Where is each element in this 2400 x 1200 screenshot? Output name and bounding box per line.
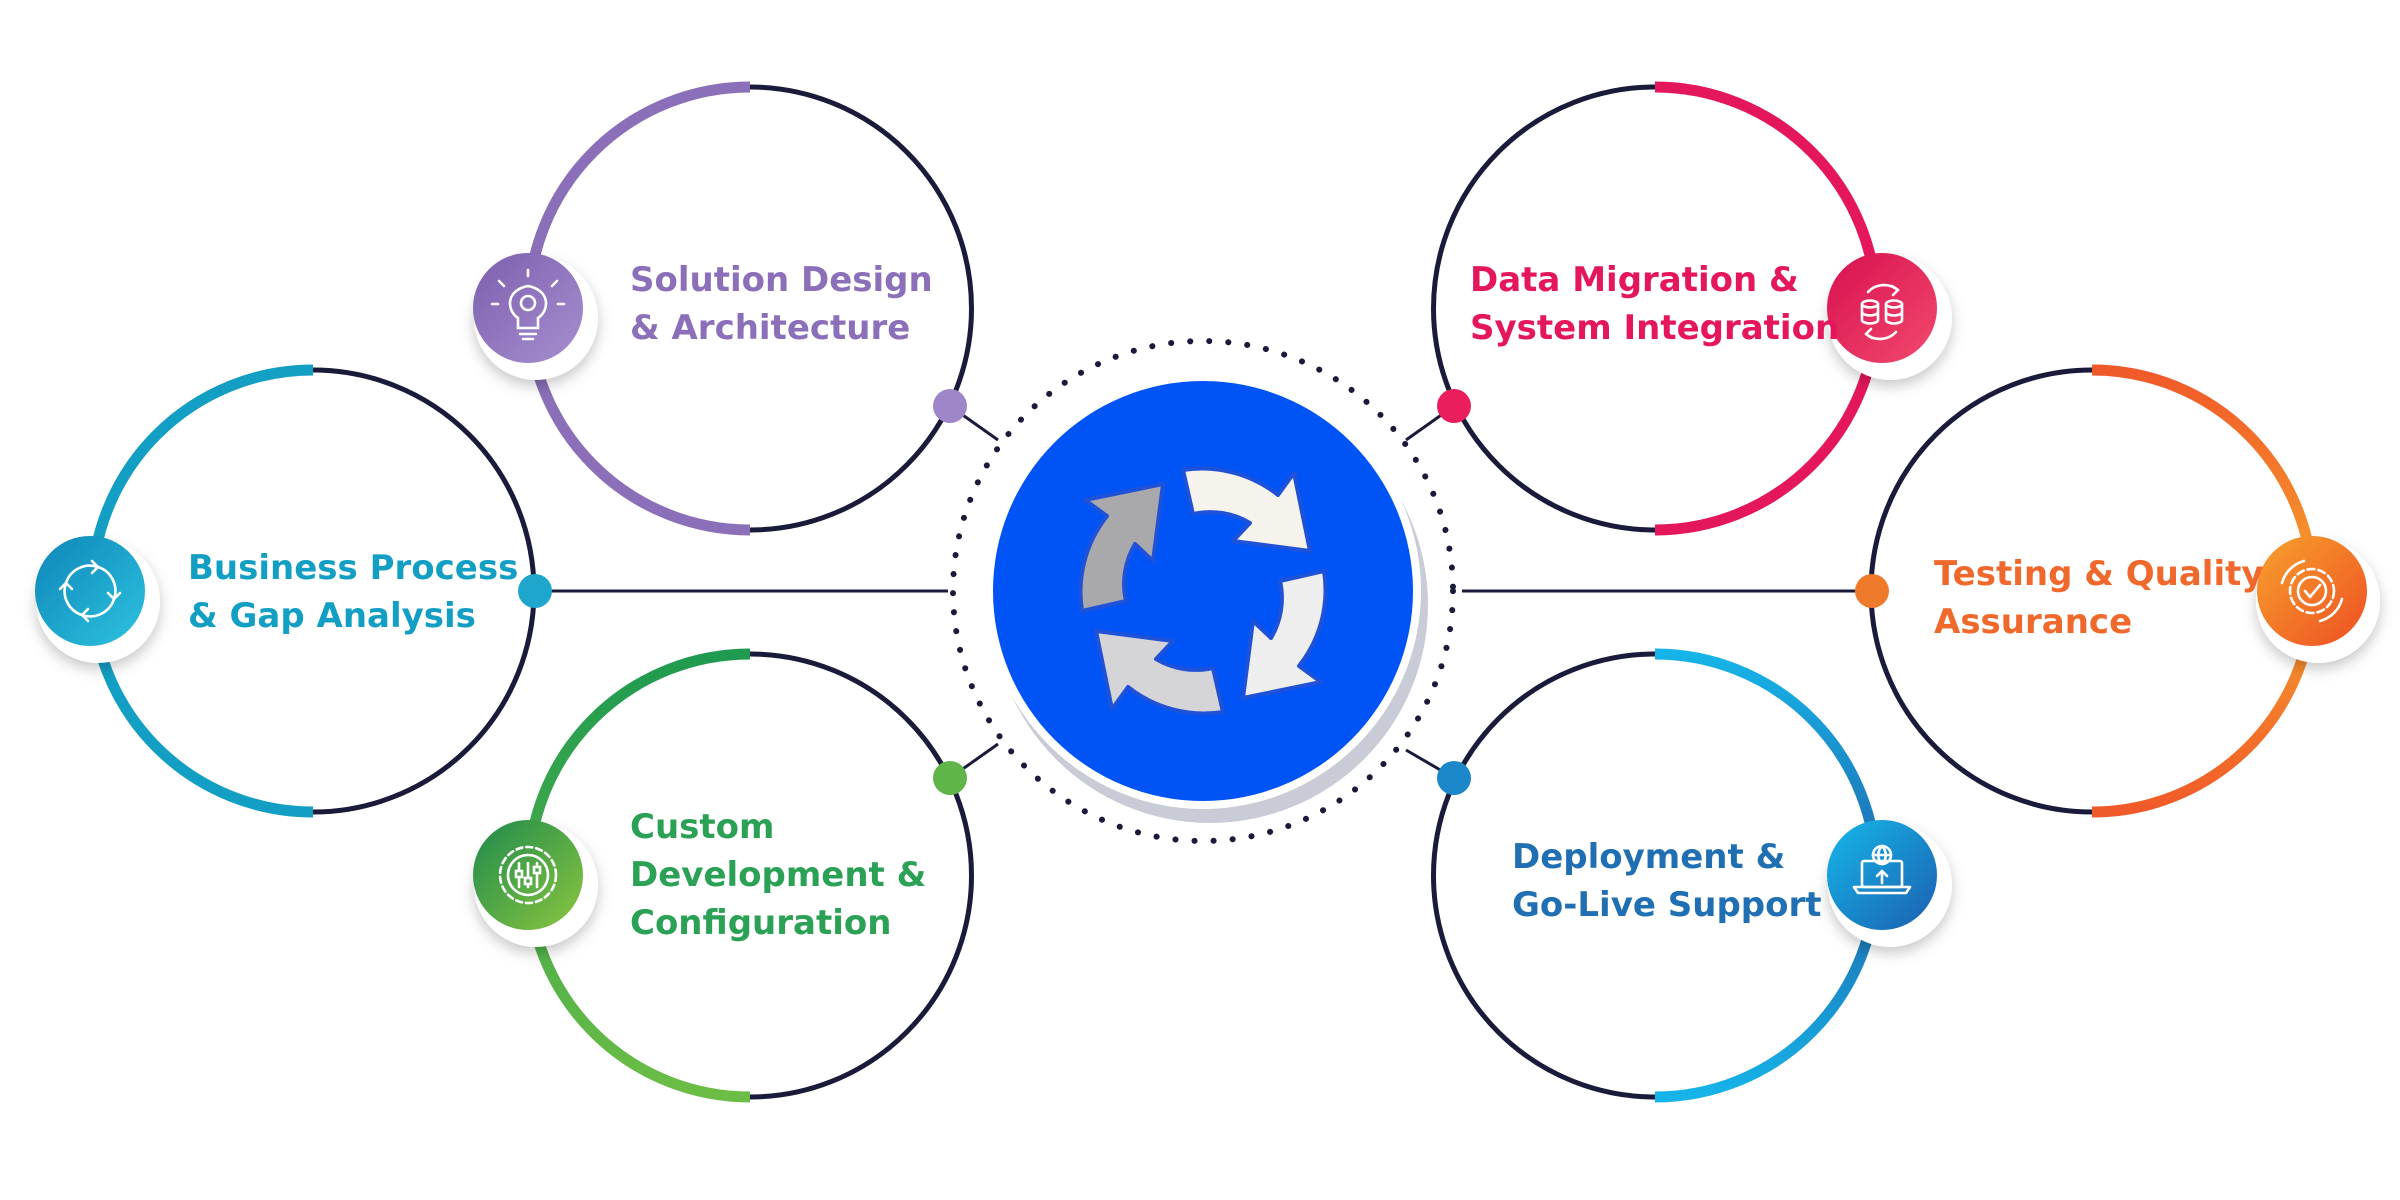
gear-check-icon	[2280, 559, 2344, 623]
badge-business	[35, 536, 160, 663]
dot-custom	[933, 761, 967, 795]
dot-solution	[933, 389, 967, 423]
badge-deploy	[1827, 820, 1952, 947]
laptop-upload-icon	[1852, 844, 1912, 895]
stage-label-line: Configuration	[630, 903, 892, 943]
stage-label-line: Go-Live Support	[1512, 885, 1822, 925]
stage-label-line: Development &	[630, 855, 927, 895]
dot-business	[518, 574, 552, 608]
badge-data	[1827, 253, 1952, 380]
stage-label-business: Business Process & Gap Analysis	[188, 544, 518, 640]
cycle-arrows-hub-icon	[1078, 466, 1328, 716]
stage-label-solution: Solution Design & Architecture	[630, 256, 933, 352]
stage-label-line: Assurance	[1934, 602, 2133, 642]
dot-testing	[1855, 574, 1889, 608]
stage-label-line: & Gap Analysis	[188, 596, 476, 636]
dot-data	[1437, 389, 1471, 423]
stage-label-line: Deployment &	[1512, 837, 1786, 877]
stage-label-deploy: Deployment & Go-Live Support	[1512, 833, 1822, 929]
cycle-arrows-icon	[58, 559, 122, 623]
badge-testing	[2256, 536, 2380, 663]
stage-label-testing: Testing & Quality Assurance	[1934, 550, 2264, 646]
stage-label-line: Business Process	[188, 548, 519, 588]
stage-label-line: Data Migration &	[1470, 260, 1799, 300]
database-sync-icon	[1860, 283, 1904, 341]
connector-dots	[518, 389, 1889, 795]
stage-label-line: Testing & Quality	[1934, 554, 2264, 594]
stage-label-line: Custom	[630, 807, 775, 847]
dot-deploy	[1437, 761, 1471, 795]
stage-label-line: System Integration	[1470, 308, 1840, 348]
settings-sliders-icon	[498, 845, 558, 905]
stage-label-custom: Custom Development & Configuration	[630, 803, 926, 947]
hub-disc	[993, 381, 1413, 801]
badge-solution	[473, 253, 598, 380]
lightbulb-gear-icon	[490, 268, 566, 341]
stage-label-line: & Architecture	[630, 308, 911, 348]
central-hub	[950, 338, 1456, 844]
stage-label-data: Data Migration & System Integration	[1470, 256, 1839, 352]
stage-label-line: Solution Design	[630, 260, 933, 300]
badge-custom	[473, 820, 598, 947]
